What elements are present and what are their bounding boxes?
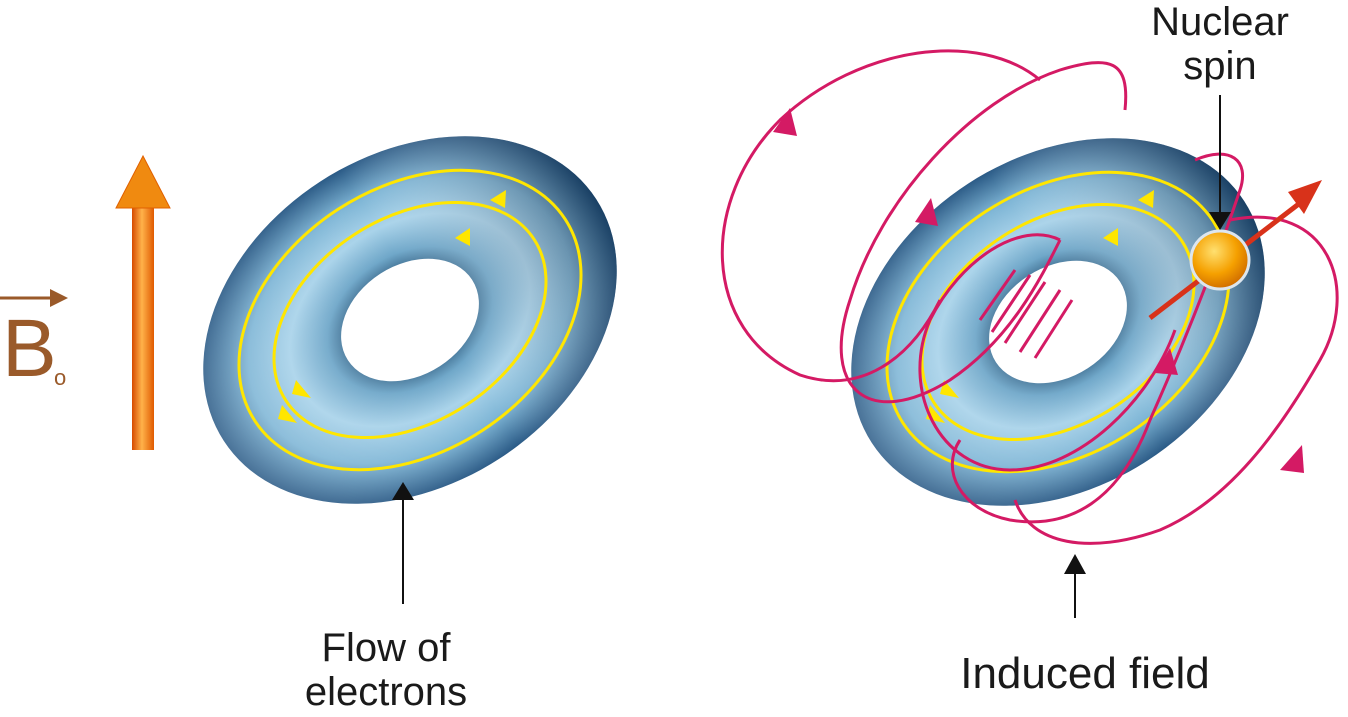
induced-field-label: Induced field [935,649,1235,698]
induced-field-lines [720,49,1339,545]
flow-of-electrons-label: Flow of electrons [296,626,476,714]
field-line-right-inner [950,152,1245,524]
applied-field-symbol: B [2,303,57,394]
nuclear-label-line2: spin [1183,44,1257,88]
electron-current-inner [920,202,1196,442]
field-line-inner-left [839,61,1128,404]
induced-field-arrowheads [773,108,1304,473]
nucleus-sphere [1189,229,1251,291]
flow-pointer-arrow [392,482,414,604]
nuclear-label-line1: Nuclear [1151,0,1289,44]
induced-pointer-arrow [1064,554,1086,618]
flow-label-line2: electrons [304,670,468,714]
field-line-outer-left [720,49,1041,383]
flow-label-line1: Flow of [321,626,451,670]
vector-hat-arrow [0,289,68,307]
left-torus [203,136,617,504]
torus-hole [341,258,479,382]
electron-current-outer [885,170,1231,474]
field-line-right-outer [1013,215,1339,545]
nuclear-spin-label: Nuclear spin [1140,0,1300,88]
applied-field-subscript: o [54,365,67,390]
electron-current-outer [237,168,583,472]
left-current-arrowheads [278,190,506,423]
electron-current-inner [272,200,548,440]
field-line-through-hole [918,233,1177,472]
induced-label-text: Induced field [960,649,1210,698]
applied-field-arrow [115,154,171,450]
nuclear-pointer-arrow [1209,95,1231,230]
